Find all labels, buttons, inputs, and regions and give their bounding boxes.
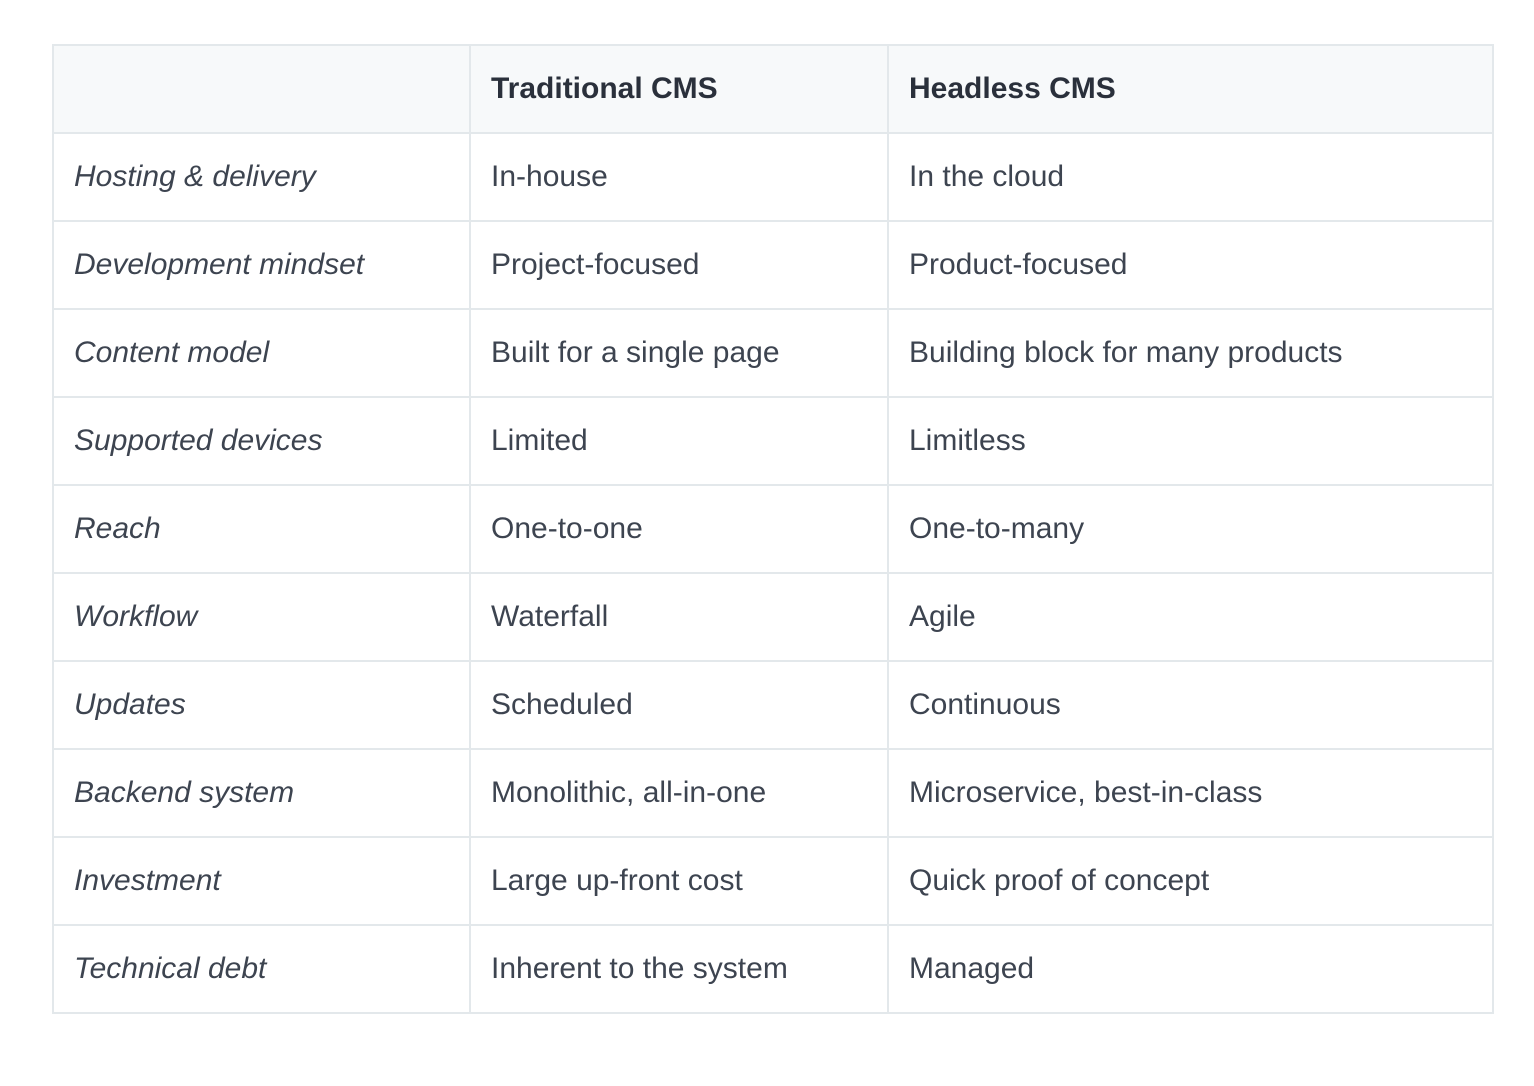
traditional-cell: Monolithic, all-in-one bbox=[469, 748, 889, 838]
row-label: Hosting & delivery bbox=[52, 132, 471, 222]
headless-cell: Building block for many products bbox=[887, 308, 1494, 398]
headless-cell: Microservice, best-in-class bbox=[887, 748, 1494, 838]
traditional-cell: In-house bbox=[469, 132, 889, 222]
headless-cell: Limitless bbox=[887, 396, 1494, 486]
row-label: Content model bbox=[52, 308, 471, 398]
traditional-cell: One-to-one bbox=[469, 484, 889, 574]
table-row: Technical debt Inherent to the system Ma… bbox=[52, 924, 1494, 1014]
headless-cell: Agile bbox=[887, 572, 1494, 662]
header-row: Traditional CMS Headless CMS bbox=[52, 44, 1494, 134]
table-row: Hosting & delivery In-house In the cloud bbox=[52, 132, 1494, 222]
comparison-table-container: Traditional CMS Headless CMS Hosting & d… bbox=[52, 44, 1494, 1014]
table-body: Hosting & delivery In-house In the cloud… bbox=[52, 132, 1494, 1014]
table-row: Updates Scheduled Continuous bbox=[52, 660, 1494, 750]
row-label: Reach bbox=[52, 484, 471, 574]
traditional-cell: Scheduled bbox=[469, 660, 889, 750]
cms-comparison-table: Traditional CMS Headless CMS Hosting & d… bbox=[52, 44, 1494, 1014]
headless-cell: In the cloud bbox=[887, 132, 1494, 222]
header-traditional-cms: Traditional CMS bbox=[469, 44, 889, 134]
headless-cell: Continuous bbox=[887, 660, 1494, 750]
header-headless-cms: Headless CMS bbox=[887, 44, 1494, 134]
table-row: Development mindset Project-focused Prod… bbox=[52, 220, 1494, 310]
table-row: Supported devices Limited Limitless bbox=[52, 396, 1494, 486]
table-row: Content model Built for a single page Bu… bbox=[52, 308, 1494, 398]
row-label: Investment bbox=[52, 836, 471, 926]
row-label: Workflow bbox=[52, 572, 471, 662]
row-label: Technical debt bbox=[52, 924, 471, 1014]
traditional-cell: Built for a single page bbox=[469, 308, 889, 398]
headless-cell: Product-focused bbox=[887, 220, 1494, 310]
headless-cell: Quick proof of concept bbox=[887, 836, 1494, 926]
table-row: Investment Large up-front cost Quick pro… bbox=[52, 836, 1494, 926]
traditional-cell: Inherent to the system bbox=[469, 924, 889, 1014]
traditional-cell: Project-focused bbox=[469, 220, 889, 310]
row-label: Development mindset bbox=[52, 220, 471, 310]
traditional-cell: Large up-front cost bbox=[469, 836, 889, 926]
traditional-cell: Limited bbox=[469, 396, 889, 486]
table-row: Workflow Waterfall Agile bbox=[52, 572, 1494, 662]
row-label: Backend system bbox=[52, 748, 471, 838]
traditional-cell: Waterfall bbox=[469, 572, 889, 662]
row-label: Supported devices bbox=[52, 396, 471, 486]
table-header: Traditional CMS Headless CMS bbox=[52, 44, 1494, 134]
headless-cell: One-to-many bbox=[887, 484, 1494, 574]
headless-cell: Managed bbox=[887, 924, 1494, 1014]
table-row: Backend system Monolithic, all-in-one Mi… bbox=[52, 748, 1494, 838]
table-row: Reach One-to-one One-to-many bbox=[52, 484, 1494, 574]
header-empty-cell bbox=[52, 44, 471, 134]
row-label: Updates bbox=[52, 660, 471, 750]
